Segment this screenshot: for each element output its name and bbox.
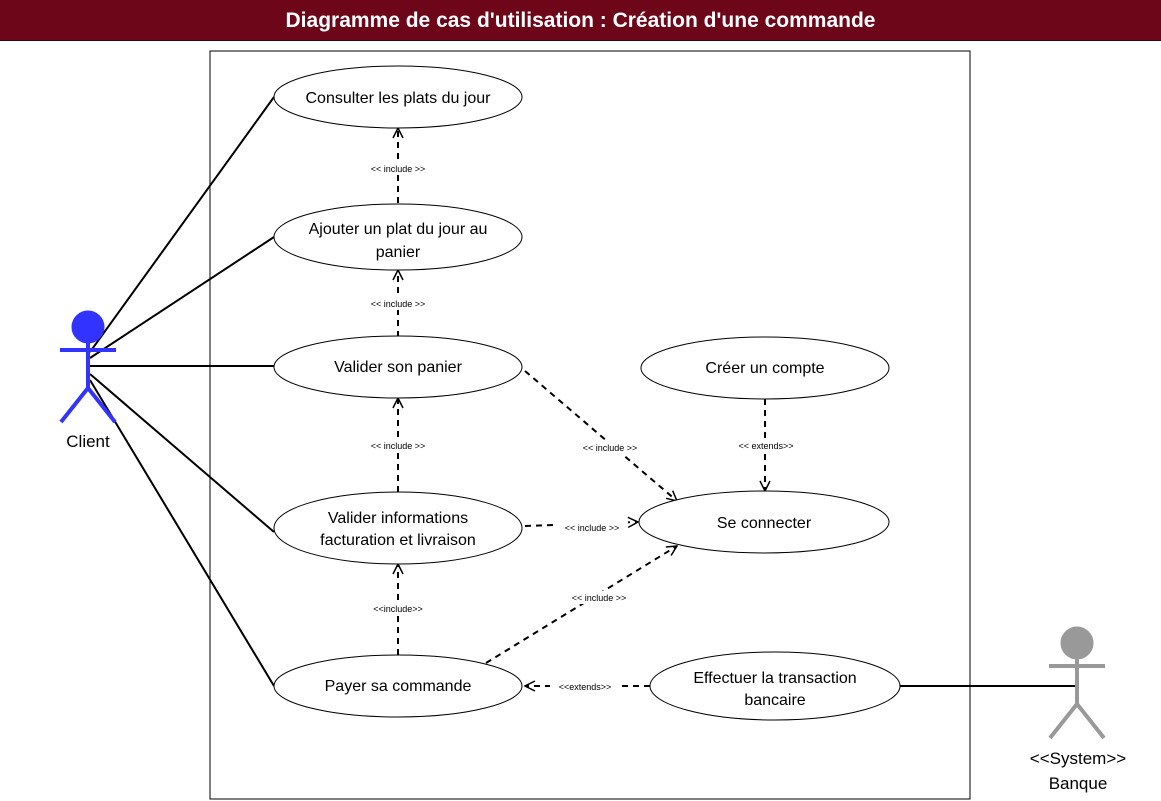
use-case-label: Créer un compte: [705, 360, 824, 377]
label-panier-connecter: << include >>: [583, 443, 638, 453]
client-actor[interactable]: [59, 310, 117, 424]
use-case-label: Effectuer la transaction: [693, 670, 856, 687]
use-case-label: Valider informations: [328, 510, 468, 527]
use-case-creer-compte[interactable]: Créer un compte: [640, 336, 890, 400]
use-case-valider-infos[interactable]: Valider informations facturation et livr…: [273, 491, 523, 565]
label-payer-infos: <<include>>: [373, 604, 423, 614]
diagram-title: Diagramme de cas d'utilisation : Créatio…: [285, 9, 876, 32]
use-case-label: Se connecter: [717, 515, 812, 532]
label-panier-ajouter: << include >>: [371, 299, 426, 309]
relation-labels: << include >> << include >> << include >…: [362, 162, 802, 693]
use-case-label: Consulter les plats du jour: [306, 90, 492, 107]
label-transaction-payer: <<extends>>: [559, 682, 612, 692]
label-compte-connecter: << extends>>: [738, 441, 793, 451]
label-payer-connecter: << include >>: [572, 593, 627, 603]
label-ajouter-consulter: << include >>: [371, 164, 426, 174]
use-case-label: Valider son panier: [334, 359, 462, 376]
use-case-consulter[interactable]: Consulter les plats du jour: [273, 65, 523, 129]
bank-leg-left: [1048, 702, 1079, 740]
use-case-label: Payer sa commande: [325, 678, 472, 695]
use-case-label: Ajouter un plat du jour au: [309, 221, 488, 238]
use-case-transaction[interactable]: Effectuer la transaction bancaire: [649, 651, 901, 721]
assoc-client-consulter: [89, 96, 275, 353]
use-case-valider-panier[interactable]: Valider son panier: [273, 335, 523, 399]
assoc-client-ajouter: [89, 236, 275, 359]
bank-stereotype: <<System>>: [1030, 749, 1126, 768]
client-label: Client: [66, 432, 110, 451]
bank-label: Banque: [1049, 774, 1108, 793]
dep-panier-connecter: [524, 370, 677, 501]
client-leg-left: [59, 386, 90, 424]
use-case-payer[interactable]: Payer sa commande: [273, 654, 523, 718]
label-infos-connecter: << include >>: [565, 523, 620, 533]
bank-actor[interactable]: [1048, 626, 1106, 740]
client-leg-right: [86, 386, 117, 424]
assoc-client-valider-infos: [89, 373, 275, 533]
dep-payer-connecter: [485, 546, 677, 664]
client-associations: [89, 96, 275, 687]
title-bar: Diagramme de cas d'utilisation : Créatio…: [0, 0, 1161, 41]
use-case-label: facturation et livraison: [320, 532, 476, 549]
use-case-label: panier: [376, 244, 421, 261]
bank-head-icon: [1060, 626, 1094, 660]
use-case-label: bancaire: [744, 692, 805, 709]
label-infos-panier: << include >>: [371, 441, 426, 451]
use-case-se-connecter[interactable]: Se connecter: [638, 490, 890, 554]
use-case-ajouter[interactable]: Ajouter un plat du jour au panier: [273, 203, 523, 271]
client-head-icon: [71, 310, 105, 344]
assoc-client-payer: [89, 379, 275, 687]
bank-leg-right: [1075, 702, 1106, 740]
